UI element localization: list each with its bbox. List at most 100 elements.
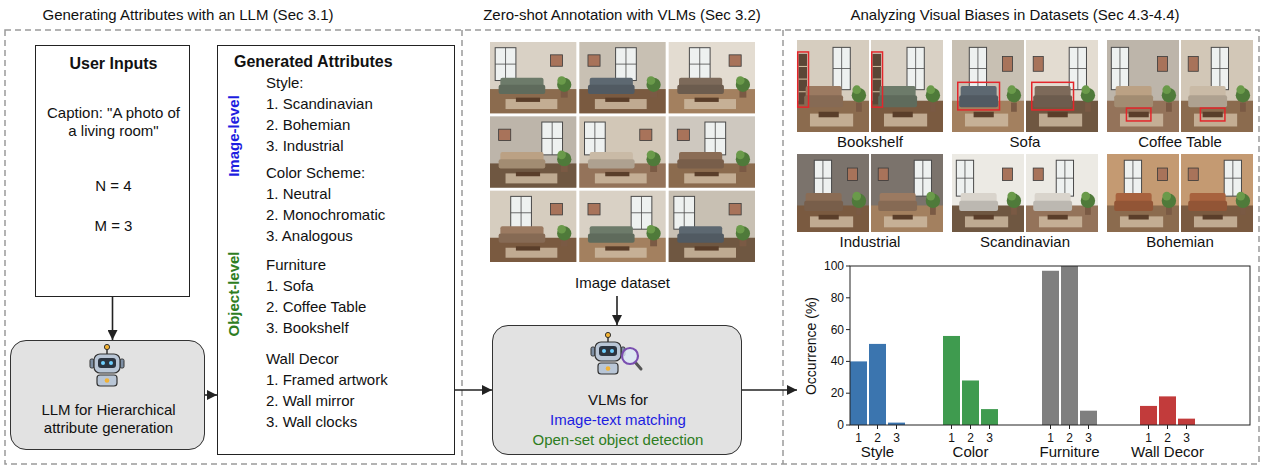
room-photo xyxy=(819,112,839,118)
box-text: 1. Framed artwork xyxy=(266,371,451,389)
room-photo xyxy=(1007,192,1016,201)
room-photo xyxy=(677,129,689,140)
room-photo xyxy=(1236,85,1245,94)
room-photo xyxy=(1002,57,1012,72)
room-photo xyxy=(588,55,600,66)
robot-icon xyxy=(622,348,638,364)
bar-chart: Occurrence (%)100806040200123123123123St… xyxy=(797,258,1258,465)
axis-label: Wall Decor xyxy=(1118,443,1218,461)
robot-icon xyxy=(595,342,621,361)
flow-arrow xyxy=(205,394,217,396)
room-photo xyxy=(705,122,726,155)
bar-plot xyxy=(951,425,952,429)
robot-icon xyxy=(610,349,614,353)
room-photo xyxy=(1033,168,1043,180)
room-photo xyxy=(1048,215,1068,220)
bar-plot xyxy=(1140,406,1157,425)
room-photo xyxy=(695,172,719,176)
thumbnail-caption: Industrial xyxy=(797,233,943,251)
flow-arrow xyxy=(112,297,114,340)
bar-plot xyxy=(846,266,1250,429)
room-photo xyxy=(814,160,831,196)
thumbnail-group: Scandinavian xyxy=(952,154,1098,255)
room-photo xyxy=(677,233,724,242)
axis-label: Occurrence (%) xyxy=(803,297,820,395)
room-photo xyxy=(729,204,741,215)
thumbnail-caption: Bohemian xyxy=(1107,233,1253,251)
room-photo xyxy=(1162,192,1171,201)
room-photo xyxy=(542,122,563,155)
room-photo xyxy=(797,154,869,232)
room-photo xyxy=(1166,207,1172,215)
bar-plot xyxy=(846,297,850,298)
room-photo xyxy=(1026,40,1098,132)
axis-label: Furniture xyxy=(1020,443,1120,461)
room-photo xyxy=(1211,68,1228,69)
robot-icon xyxy=(591,332,641,374)
room-photo xyxy=(1211,47,1228,89)
bar-plot xyxy=(896,425,897,429)
room-photo xyxy=(490,40,1253,262)
thumbnail-group: Bohemian xyxy=(1107,154,1253,255)
room-photo xyxy=(647,151,656,160)
room-photo xyxy=(956,160,973,196)
box-text: LLM for Hierarchical attribute generatio… xyxy=(19,401,198,437)
axis-label: 80 xyxy=(797,291,844,305)
room-photo xyxy=(1107,40,1179,132)
room-photo xyxy=(1026,154,1098,232)
thumbnail-group: Industrial xyxy=(797,154,943,255)
robot-icon xyxy=(606,366,611,371)
section-panel: Zero-shot Annotation with VLMs (Sec 3.2)… xyxy=(462,0,783,469)
section-heading: Generating Attributes with an LLM (Sec 3… xyxy=(0,6,376,24)
room-photo xyxy=(1056,160,1073,196)
box-text: 3. Industrial xyxy=(266,137,451,155)
bar-plot xyxy=(1088,425,1089,429)
bar-plot xyxy=(1186,425,1187,429)
box-text: 3. Analogous xyxy=(266,227,451,245)
room-photo xyxy=(871,40,943,132)
axis-label: Color xyxy=(921,443,1021,461)
box-text: Image-text matching xyxy=(493,411,743,429)
room-photo xyxy=(804,201,843,211)
thumbnail-caption: Bookshelf xyxy=(797,133,943,151)
room-photo xyxy=(1011,207,1017,215)
room-photo xyxy=(819,215,839,220)
section-frame xyxy=(5,30,1259,464)
room-photo xyxy=(550,204,562,215)
room-photo xyxy=(814,178,831,179)
room-photo xyxy=(736,225,745,234)
thumbnail-group: Sofa xyxy=(952,40,1098,155)
bar-plot xyxy=(1050,425,1051,429)
robot-icon xyxy=(598,363,618,374)
room-photo xyxy=(878,95,917,107)
room-photo xyxy=(736,151,745,160)
vlm-box: VLMs forImage-text matchingOpen-set obje… xyxy=(492,325,742,455)
room-photo xyxy=(907,47,924,89)
robot-icon xyxy=(104,344,109,349)
room-photo xyxy=(1240,207,1246,215)
room-photo xyxy=(605,172,629,176)
box-text: 1. Neutral xyxy=(266,185,451,203)
thumbnail-caption: Scandinavian xyxy=(952,233,1098,251)
room-photo xyxy=(833,47,850,89)
robot-icon xyxy=(105,378,110,383)
room-photo xyxy=(1188,95,1227,107)
room-photo xyxy=(1011,103,1017,112)
room-photo xyxy=(1032,82,1074,110)
room-photo xyxy=(495,48,516,81)
room-photo xyxy=(1181,154,1253,232)
room-photo xyxy=(1002,168,1012,180)
room-photo xyxy=(1033,95,1072,107)
bar-plot xyxy=(943,336,960,425)
room-photo xyxy=(893,112,913,118)
room-photo xyxy=(969,47,986,89)
room-photo xyxy=(1162,85,1171,94)
room-photo xyxy=(1157,168,1167,180)
room-photo xyxy=(1069,68,1086,69)
room-photo xyxy=(1048,112,1068,118)
room-photo xyxy=(516,98,540,102)
box-text: 1. Scandinavian xyxy=(266,95,451,113)
bar-plot xyxy=(858,425,859,429)
room-photo xyxy=(640,129,652,140)
room-photo xyxy=(647,76,656,85)
